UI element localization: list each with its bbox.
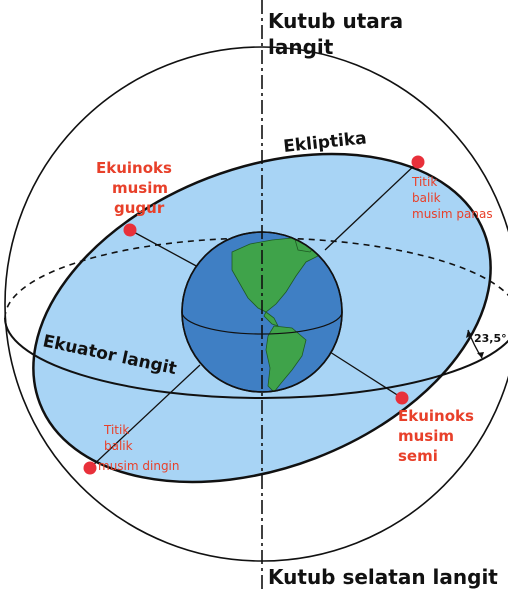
winter-solstice-label-line1: Titik — [103, 423, 129, 437]
autumn-equinox-label-line3: gugur — [114, 199, 165, 217]
connector-spring-equinox — [329, 351, 403, 399]
north-pole-label-line2: langit — [268, 35, 334, 59]
celestial-equator-front — [4, 317, 508, 399]
tilt-angle-arrow-icon — [477, 352, 484, 358]
spring-equinox-label-line2: musim — [398, 427, 454, 445]
autumn-equinox-label-line2: musim — [112, 179, 168, 197]
tilt-angle-arrow-top-icon — [466, 330, 472, 338]
connector-winter-solstice — [89, 364, 201, 469]
winter-solstice-label-line2: balik — [104, 439, 133, 453]
summer-solstice-marker — [411, 155, 425, 169]
ecliptic-label: Ekliptika — [282, 128, 367, 157]
connector-summer-solstice — [324, 161, 419, 251]
autumn-equinox-label-line1: Ekuinoks — [96, 159, 172, 177]
connector-autumn-equinox — [129, 229, 201, 269]
autumn-equinox-marker — [123, 223, 137, 237]
north-america-landmass — [231, 237, 319, 313]
summer-solstice-label-line1: Titik — [411, 175, 437, 189]
south-america-landmass — [265, 325, 307, 392]
tilt-angle-label: 23,5° — [474, 332, 507, 345]
summer-solstice-label-line3: musim panas — [412, 207, 493, 221]
central-america-landmass — [263, 311, 279, 327]
north-pole-label-line1: Kutub utara — [268, 9, 403, 33]
south-pole-label: Kutub selatan langit — [268, 565, 498, 589]
spring-equinox-label-line3: semi — [398, 447, 438, 465]
spring-equinox-marker — [395, 391, 409, 405]
spring-equinox-label-line1: Ekuinoks — [398, 407, 474, 425]
winter-solstice-marker — [83, 461, 97, 475]
summer-solstice-label-line2: balik — [412, 191, 441, 205]
winter-solstice-label-line3: musim dingin — [98, 459, 180, 473]
